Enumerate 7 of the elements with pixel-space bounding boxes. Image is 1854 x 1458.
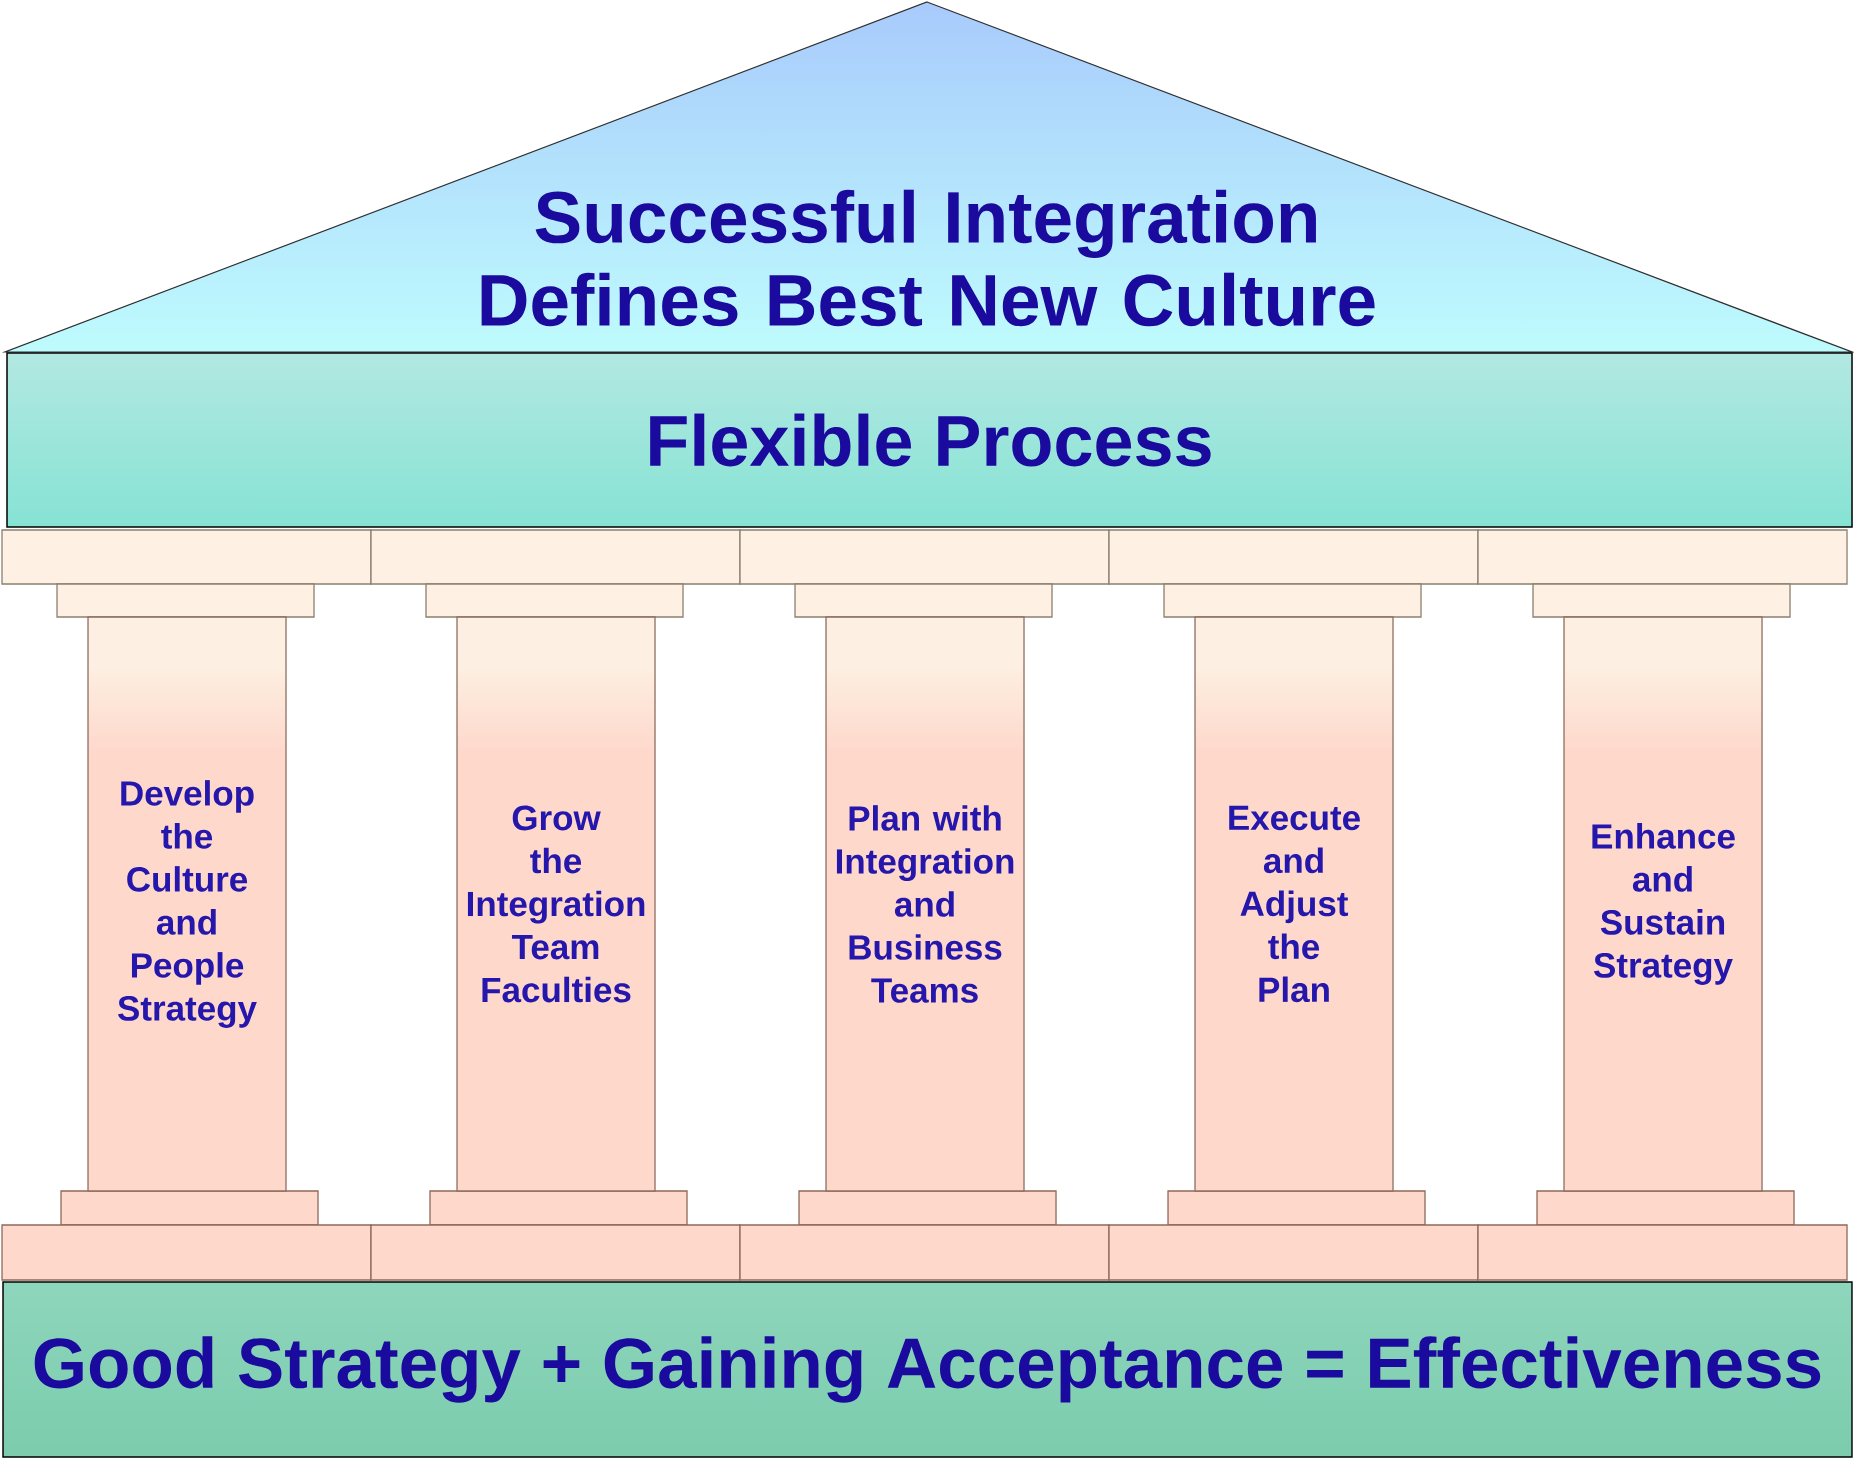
pillar: Enhance and Sustain Strategy [1477,529,1848,1281]
pillar: Grow the Integration Team Faculties [370,529,741,1281]
beam-band: Flexible Process [6,352,1853,528]
pillar: Plan with Integration and Business Teams [739,529,1110,1281]
pillar: Execute and Adjust the Plan [1108,529,1479,1281]
pillar: Develop the Culture and People Strategy [1,529,372,1281]
foundation-band: Good Strategy + Gaining Acceptance = Effectiveness [2,1281,1853,1458]
